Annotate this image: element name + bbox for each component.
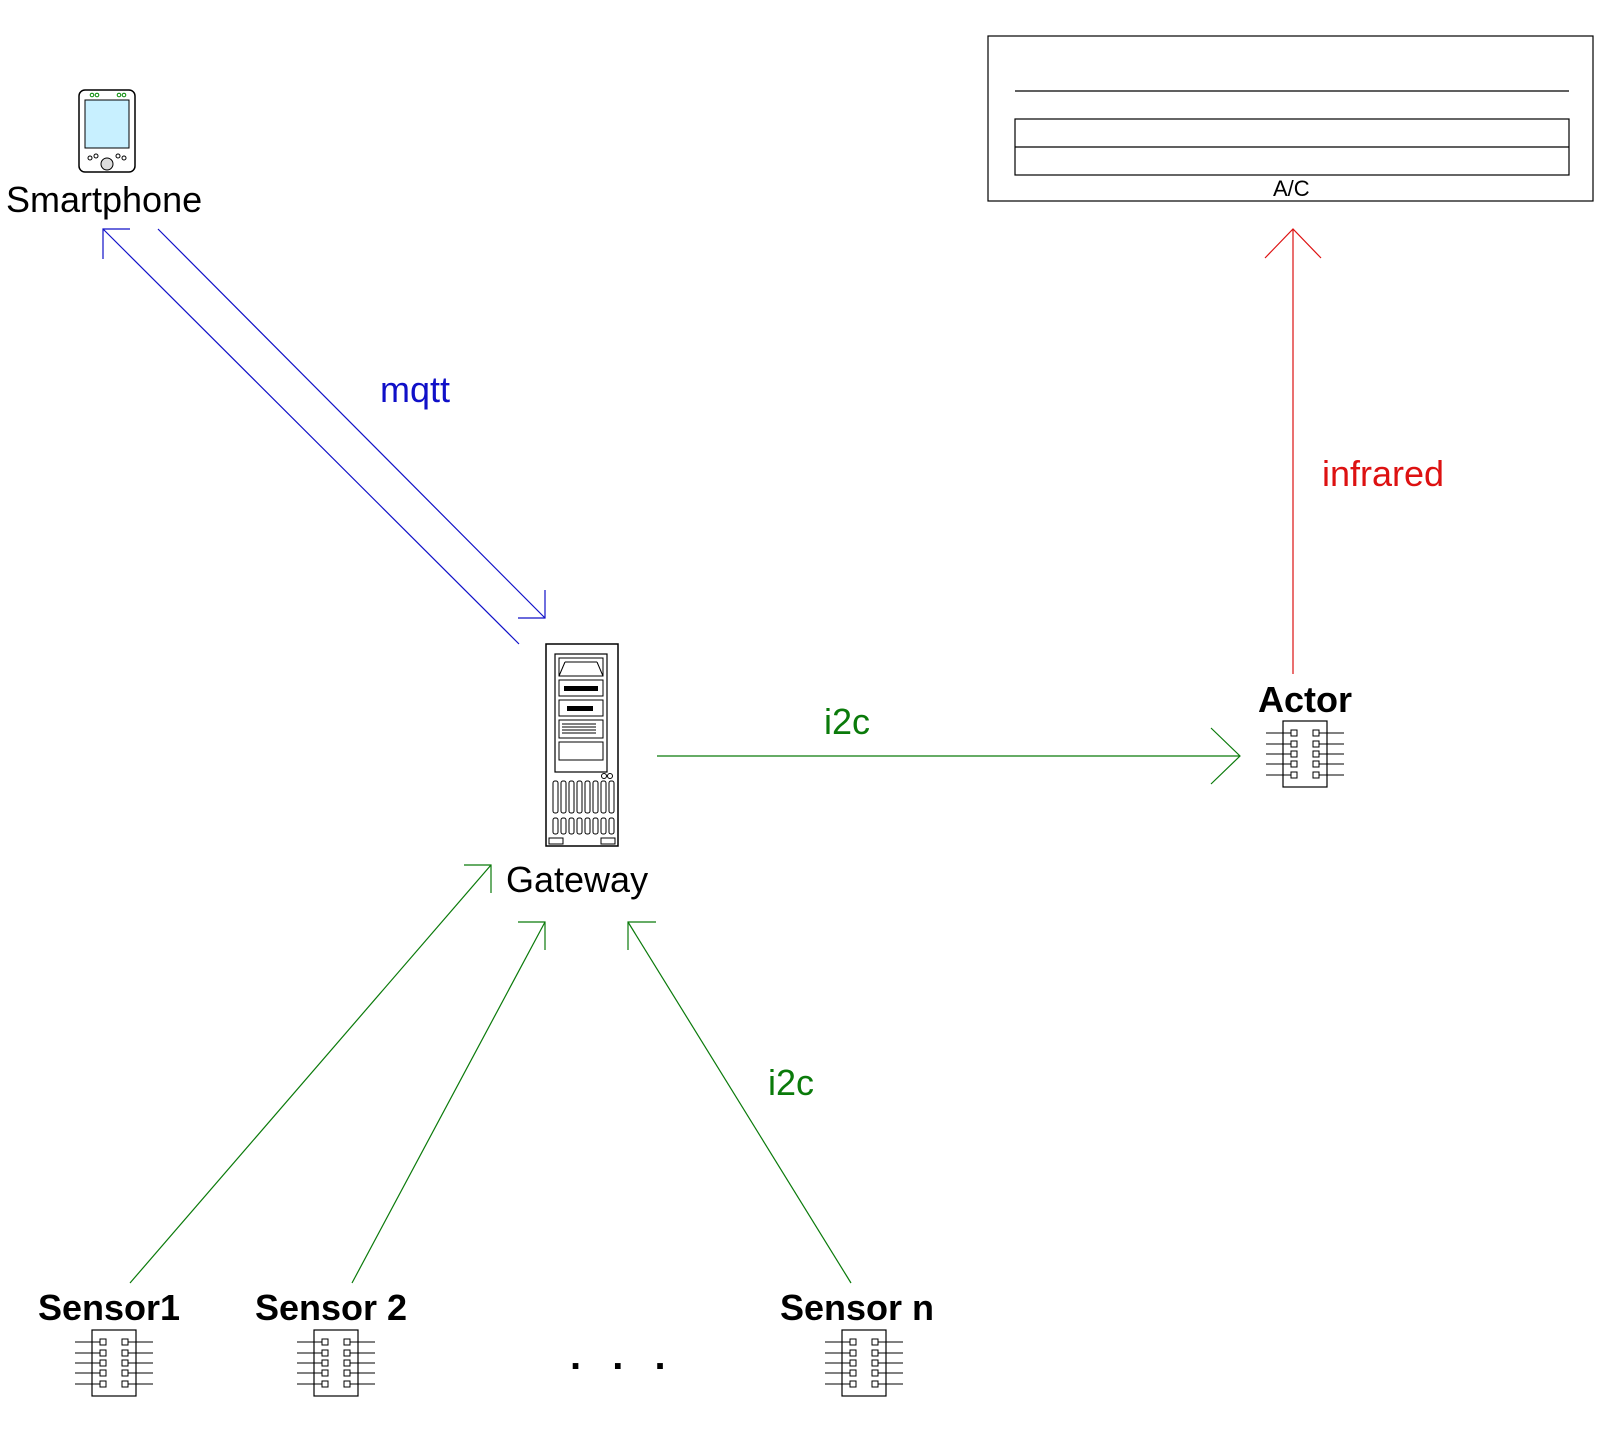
- actor-ac-connection: [1264, 228, 1322, 674]
- sensor2-label: Sensor 2: [255, 1287, 408, 1328]
- sensor-n-chip-icon: [824, 1329, 904, 1397]
- actor-chip-icon: [1265, 720, 1345, 788]
- i2c-sensors-label: i2c: [768, 1062, 815, 1103]
- air-conditioner-unit-icon: [987, 35, 1594, 202]
- sensor-n-label: Sensor n: [780, 1287, 935, 1328]
- sensor2-chip-icon: [296, 1329, 376, 1397]
- smartphone-label: Smartphone: [6, 179, 203, 220]
- i2c-actor-label: i2c: [824, 701, 871, 742]
- gateway-actor-connection: [657, 727, 1241, 785]
- gateway-label: Gateway: [506, 859, 649, 900]
- mqtt-connection: [102, 228, 546, 645]
- mqtt-label: mqtt: [380, 369, 451, 410]
- pda-device-icon: [78, 89, 136, 173]
- infrared-label: infrared: [1322, 453, 1445, 494]
- sensors-gateway-connections: [129, 864, 852, 1284]
- sensor1-label: Sensor1: [38, 1287, 181, 1328]
- ac-label: A/C: [1273, 176, 1310, 201]
- tower-server-icon: [545, 643, 619, 847]
- actor-label: Actor: [1258, 679, 1353, 720]
- more-sensors-ellipsis: . . .: [570, 1334, 676, 1378]
- sensor1-chip-icon: [74, 1329, 154, 1397]
